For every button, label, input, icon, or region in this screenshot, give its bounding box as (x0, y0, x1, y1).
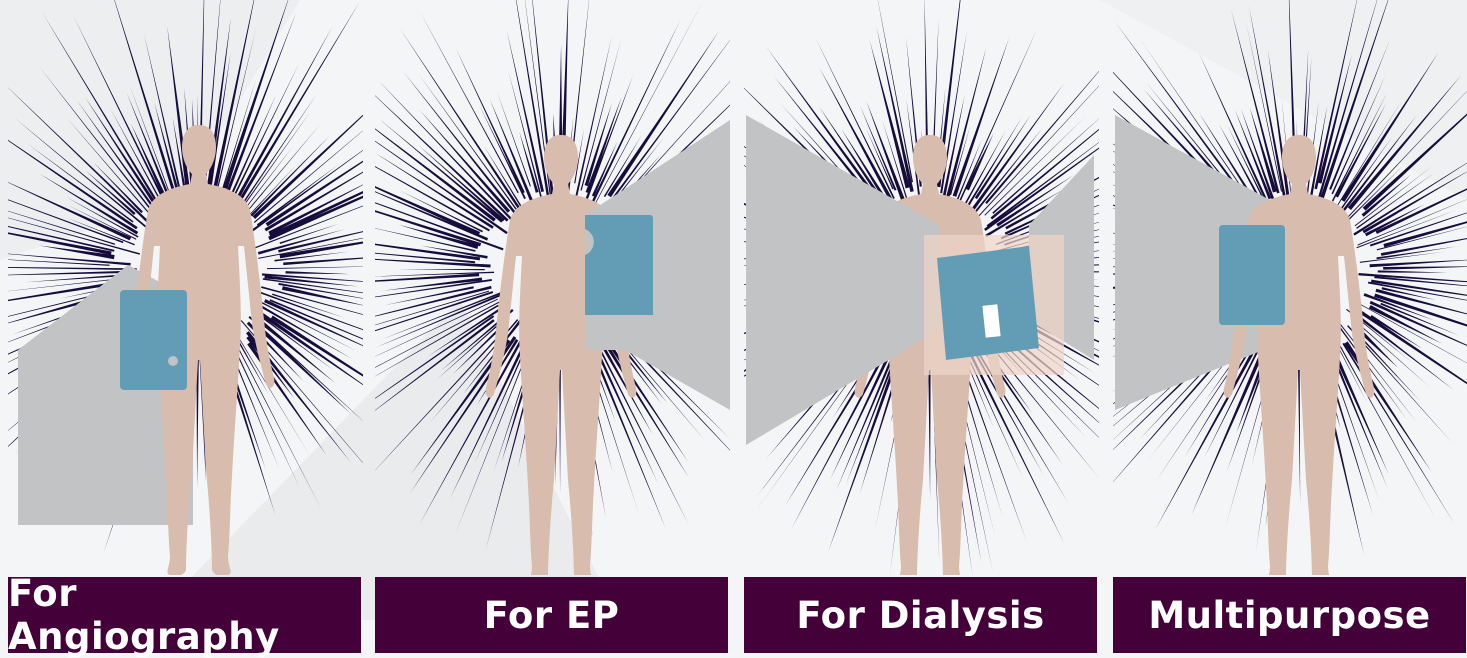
panel-ep: For EP (375, 0, 730, 653)
label-bar: For Dialysis (744, 577, 1097, 653)
radiation-ray (1355, 165, 1433, 226)
radiation-ray (257, 165, 338, 226)
radiation-ray (1342, 343, 1455, 525)
drape-cover (120, 290, 187, 390)
radiation-ray (1370, 259, 1467, 267)
radiation-ray (267, 266, 363, 269)
radiation-ray (1231, 10, 1279, 194)
radiation-ray (39, 67, 154, 214)
radiation-ray (245, 124, 321, 214)
radiation-ray (522, 0, 553, 211)
radiation-ray (1363, 66, 1467, 211)
radiation-ray (953, 37, 1010, 196)
radiation-ray (1378, 270, 1448, 272)
panel-label: Multipurpose (1148, 594, 1430, 637)
drape-cover (1219, 225, 1285, 325)
radiation-ray (398, 269, 485, 270)
radiation-ray (375, 319, 495, 422)
radiation-ray (1344, 341, 1432, 472)
radiation-ray (8, 266, 137, 270)
radiation-ray (1338, 322, 1417, 423)
radiation-ray (85, 97, 154, 202)
panel-dialysis: For Dialysis (744, 0, 1099, 653)
label-bar: For EP (375, 577, 728, 653)
panel-multipurpose: Multipurpose (1113, 0, 1467, 653)
label-bar: For Angiography (8, 577, 361, 653)
radiation-ray (1320, 0, 1396, 200)
radiation-ray (27, 143, 133, 222)
radiation-ray (228, 330, 321, 510)
radiation-ray (1360, 252, 1445, 263)
radiation-ray (419, 333, 526, 525)
label-bar: Multipurpose (1113, 577, 1466, 653)
radiation-ray (271, 316, 363, 429)
drape-cover (937, 246, 1039, 360)
illustration-multipurpose (1113, 0, 1467, 575)
panel-label: For Angiography (8, 572, 361, 658)
radiation-ray (965, 134, 993, 191)
panel-label: For Dialysis (796, 594, 1044, 637)
radiation-ray (247, 342, 326, 455)
radiation-ray (73, 16, 164, 199)
radiation-ray (1383, 266, 1467, 269)
drape-port (168, 356, 178, 366)
radiation-ray (1314, 0, 1360, 189)
radiation-ray (876, 26, 913, 192)
radiation-ray (261, 313, 363, 401)
drape-cover (585, 215, 653, 315)
radiation-ray (67, 118, 159, 225)
radiation-ray (379, 82, 514, 223)
panel-angiography: For Angiography (8, 0, 363, 653)
radiation-ray (966, 83, 1064, 218)
radiation-ray (286, 271, 351, 274)
radiation-ray (400, 190, 483, 232)
panel-label: For EP (484, 594, 620, 637)
radiation-ray (1329, 41, 1389, 190)
illustration-angiography (8, 0, 363, 575)
radiation-ray (375, 293, 504, 349)
radiation-ray (375, 104, 496, 221)
radiation-ray (1362, 175, 1412, 217)
radiation-ray (251, 135, 331, 216)
radiation-ray (8, 252, 131, 265)
radiation-ray (94, 163, 143, 213)
radiation-ray (375, 326, 509, 480)
illustration-ep (375, 0, 730, 575)
radiation-ray (107, 0, 180, 208)
illustration-dialysis (744, 0, 1099, 575)
radiation-ray (131, 124, 165, 196)
